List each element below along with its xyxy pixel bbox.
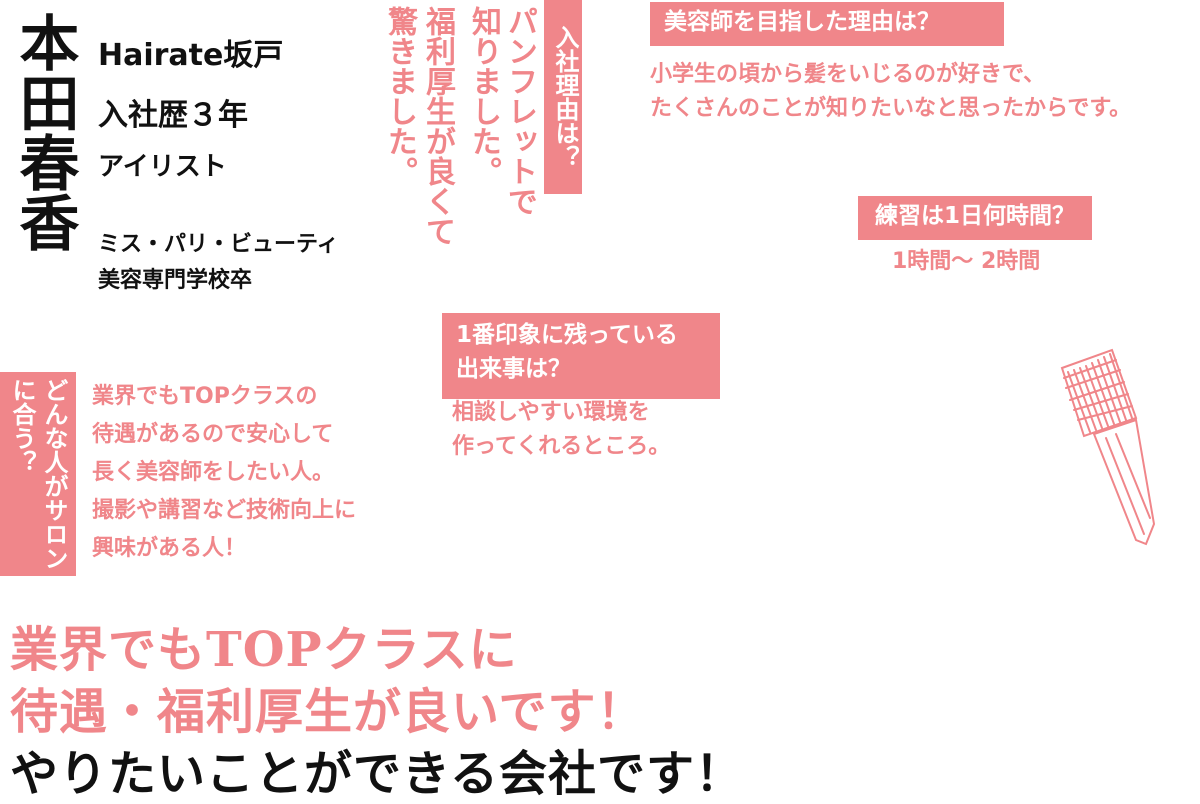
tint-brush-comb-icon	[1060, 348, 1156, 546]
reason-hairdresser-answer-line: たくさんのことが知りたいなと思ったからです。	[650, 96, 1132, 121]
reason-hairdresser-answer: 小学生の頃から髪をいじるのが好きで、 たくさんのことが知りたいなと思ったからです…	[650, 58, 1131, 126]
memory-label: 1番印象に残っている 出来事は？	[442, 313, 720, 399]
who-fits-answer-line: 待遇があるので安心して	[92, 422, 334, 447]
reason-join-answer-col-2: 知りました。	[466, 6, 501, 186]
headline-line-3: やりたいことができる会社です！	[10, 746, 745, 802]
salon-name: Hairate坂戸	[98, 38, 284, 73]
who-fits-answer-line: 撮影や講習など技術向上に	[92, 498, 357, 523]
memory-label-line: 出来事は？	[456, 356, 571, 382]
reason-hairdresser-answer-line: 小学生の頃から髪をいじるのが好きで、	[650, 62, 1046, 87]
who-fits-answer-line: 興味がある人！	[92, 536, 247, 561]
memory-answer: 相談しやすい環境を 作ってくれるところ。	[452, 396, 670, 464]
school-line-2: 美容専門学校卒	[98, 268, 253, 293]
reason-join-label: 入社理由は？	[544, 0, 582, 194]
headline-line-1: 業界でもTOPクラスに	[10, 622, 518, 678]
memory-label-line: 1番印象に残っている	[456, 322, 678, 348]
reason-hairdresser-label: 美容師を目指した理由は？	[650, 2, 1004, 46]
school-line-1: ミス・パリ・ビューティ	[98, 232, 339, 257]
reason-join-answer-col-3: 福利厚生が良くて	[420, 6, 455, 246]
who-fits-answer-line: 長く美容師をしたい人。	[92, 460, 335, 485]
who-fits-answer: 業界でもTOPクラスの 待遇があるので安心して 長く美容師をしたい人。 撮影や講…	[92, 378, 356, 568]
headline-line-2: 待遇・福利厚生が良いです！	[10, 684, 646, 740]
memory-answer-line: 作ってくれるところ。	[452, 434, 671, 459]
practice-answer: 1時間〜 2時間	[892, 249, 1041, 274]
who-fits-label: どんな人がサロンに合う？	[0, 372, 76, 576]
reason-join-answer-col-1: パンフレットで	[502, 6, 537, 216]
practice-label: 練習は1日何時間？	[858, 196, 1092, 240]
who-fits-answer-line: 業界でもTOPクラスの	[92, 384, 318, 409]
staff-role: アイリスト	[98, 152, 227, 182]
reason-join-answer-col-4: 驚きました。	[382, 6, 417, 186]
years-employed: 入社歴３年	[98, 98, 248, 133]
staff-name: 本田春香	[9, 12, 79, 252]
memory-answer-line: 相談しやすい環境を	[452, 400, 650, 425]
